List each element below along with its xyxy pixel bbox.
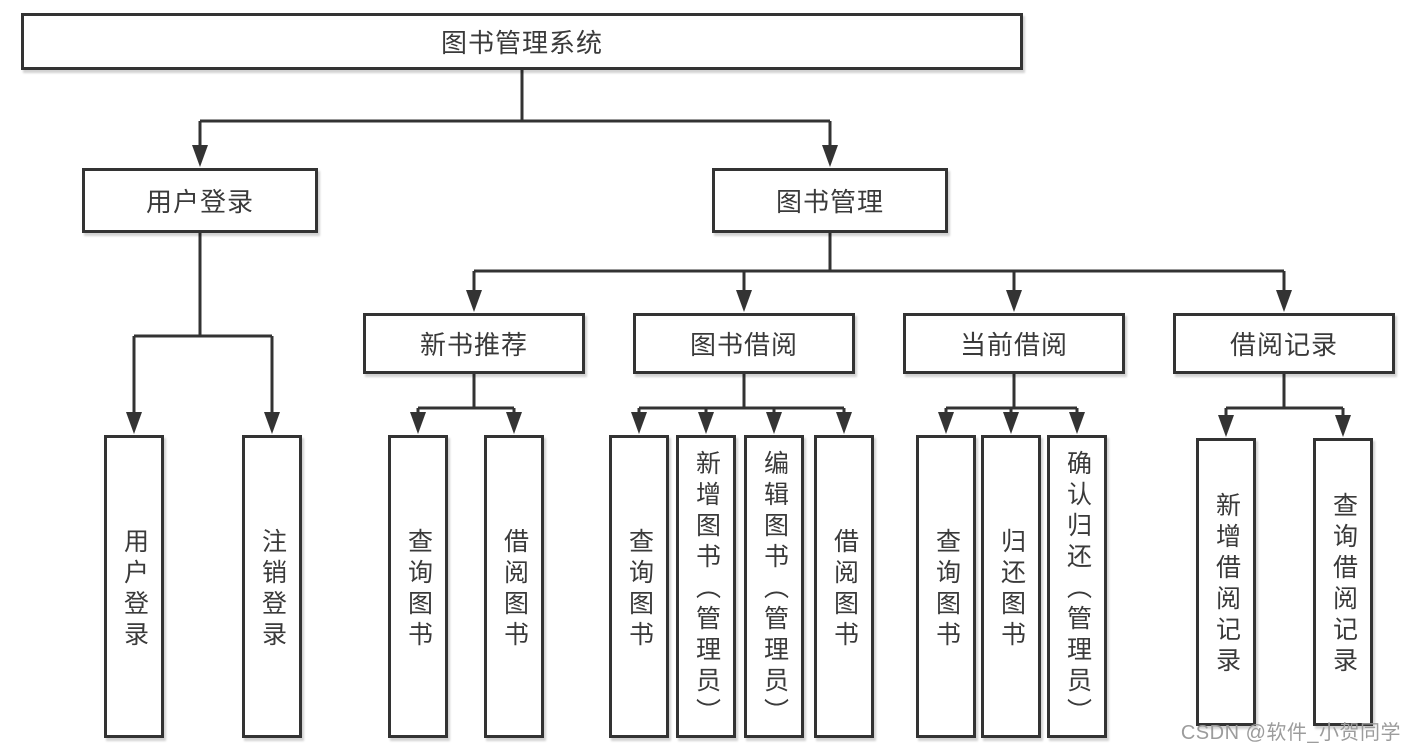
leaf-return-books: 归还图书 (981, 435, 1041, 738)
node-system-root: 图书管理系统 (21, 13, 1023, 70)
node-label: 归还图书 (997, 527, 1026, 652)
node-book-borrowing: 图书借阅 (633, 313, 855, 374)
leaf-query-books-recommend: 查询图书 (388, 435, 448, 738)
csdn-watermark: CSDN @软件_小贺同学 (1180, 722, 1401, 744)
leaf-borrow-books-recommend: 借阅图书 (484, 435, 544, 738)
leaf-query-books-current: 查询图书 (916, 435, 976, 738)
node-label: 用户登录 (145, 187, 254, 217)
leaf-user-login: 用户登录 (104, 435, 164, 738)
node-label: 编辑图书（管理员） (760, 450, 789, 729)
node-user-login: 用户登录 (82, 168, 318, 233)
node-label: 用户登录 (120, 527, 149, 652)
node-label: 图书借阅 (689, 330, 798, 360)
node-label: 图书管理 (775, 187, 884, 217)
leaf-confirm-return-admin: 确认归还（管理员） (1047, 435, 1107, 738)
leaf-logout: 注销登录 (242, 435, 302, 738)
node-label: 查询借阅记录 (1329, 492, 1358, 678)
leaf-add-borrow-record: 新增借阅记录 (1196, 438, 1256, 726)
node-label: 借阅图书 (830, 527, 859, 652)
node-label: 图书管理系统 (440, 28, 603, 58)
node-label: 新书推荐 (419, 330, 528, 360)
node-label: 查询图书 (932, 527, 961, 652)
connector-rails (132, 70, 1345, 417)
leaf-query-books-borrowing: 查询图书 (609, 435, 669, 738)
node-label: 新增图书（管理员） (692, 450, 721, 729)
node-label: 借阅记录 (1229, 330, 1338, 360)
node-label: 注销登录 (258, 527, 287, 652)
leaf-add-books-admin: 新增图书（管理员） (676, 435, 736, 738)
node-label: 查询图书 (625, 527, 654, 652)
leaf-query-borrow-record: 查询借阅记录 (1313, 438, 1373, 726)
node-label: 新增借阅记录 (1212, 492, 1241, 678)
arrowheads (126, 145, 1351, 437)
node-label: 确认归还（管理员） (1063, 450, 1092, 729)
node-label: 当前借阅 (959, 330, 1068, 360)
node-book-management: 图书管理 (712, 168, 948, 233)
node-label: 查询图书 (404, 527, 433, 652)
node-borrowing-records: 借阅记录 (1173, 313, 1395, 374)
leaf-edit-books-admin: 编辑图书（管理员） (744, 435, 804, 738)
node-current-borrowing: 当前借阅 (903, 313, 1125, 374)
leaf-borrow-books: 借阅图书 (814, 435, 874, 738)
node-label: 借阅图书 (500, 527, 529, 652)
node-new-book-recommend: 新书推荐 (363, 313, 585, 374)
